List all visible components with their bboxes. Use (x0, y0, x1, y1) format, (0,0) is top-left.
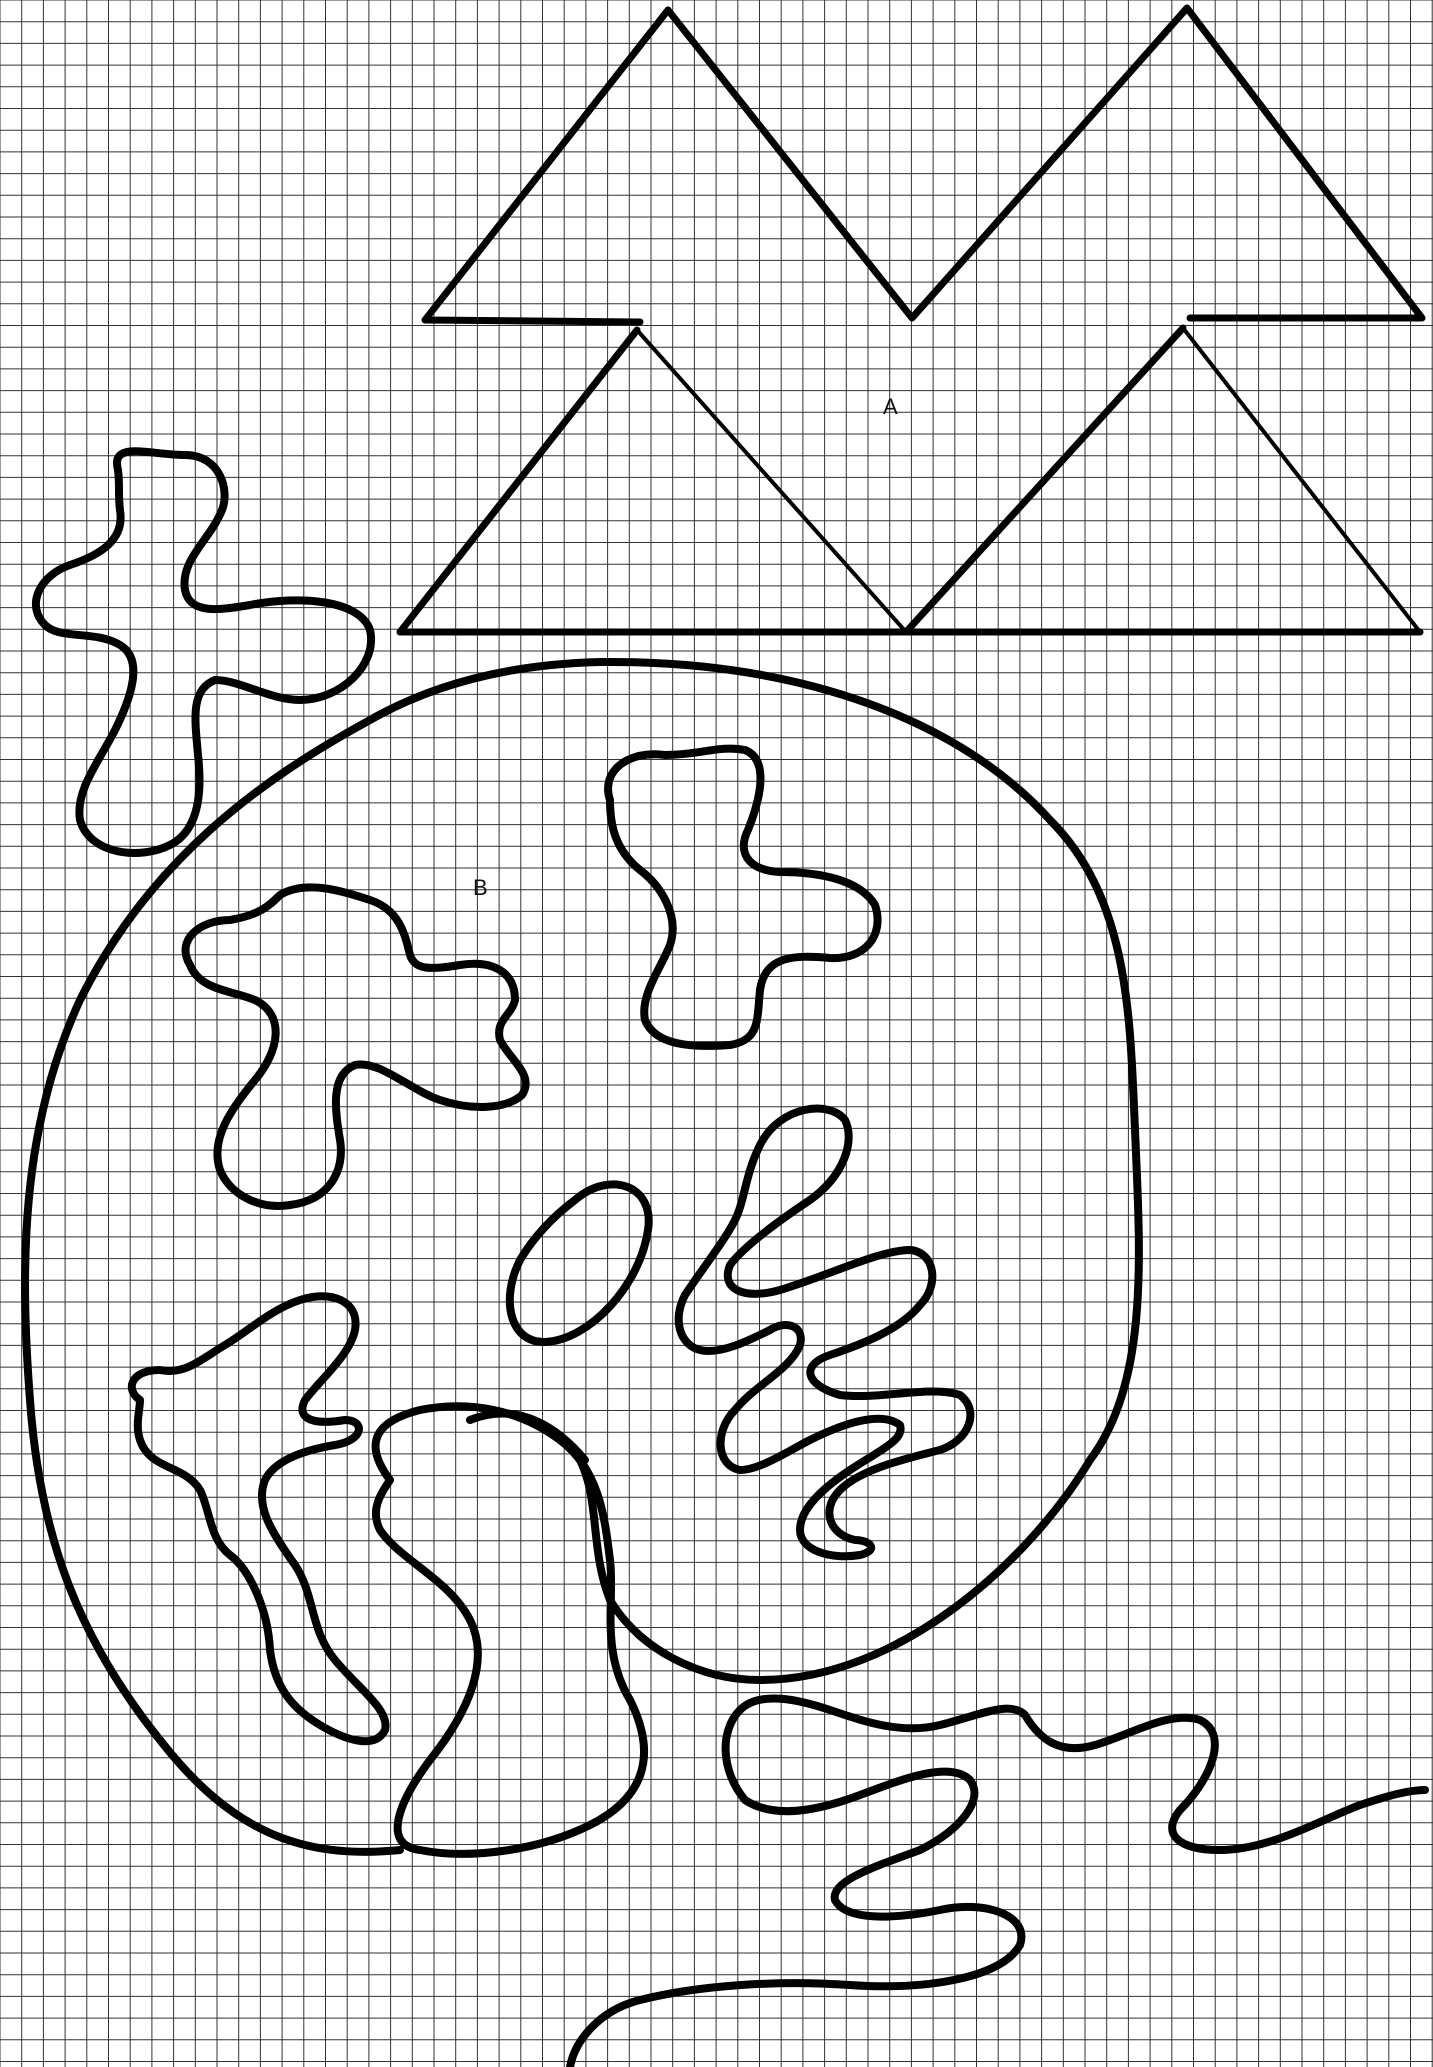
region-b-label: B (473, 875, 488, 900)
region-a-label: A (883, 394, 898, 419)
